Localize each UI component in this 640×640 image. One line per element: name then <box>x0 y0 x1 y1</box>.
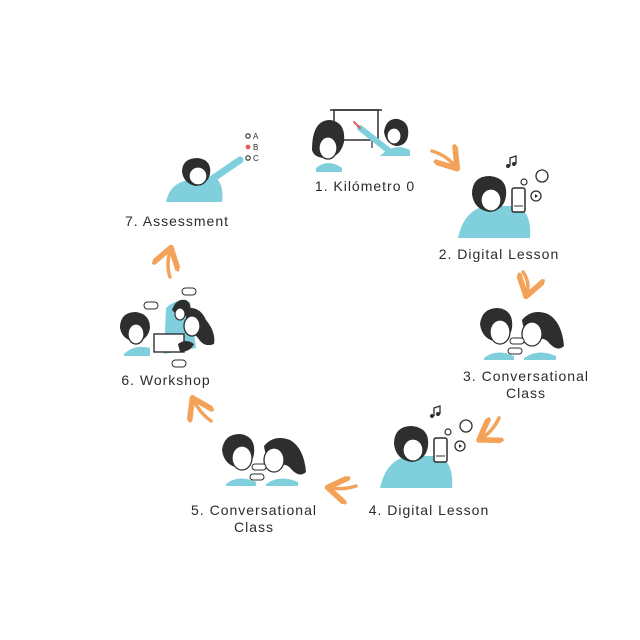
teacher-whiteboard-icon <box>312 109 410 172</box>
step-1-label-text: 1. Kilómetro 0 <box>314 178 416 194</box>
arrow-3-to-4 <box>482 416 499 438</box>
quiz-option-b: B <box>253 143 258 152</box>
step-4-label-text: 4. Digital Lesson <box>368 502 490 518</box>
phone-learner-icon <box>380 405 473 488</box>
step-1-label: 1. Kilómetro 0 <box>300 178 430 195</box>
arrow-6-to-7 <box>168 251 170 279</box>
step-6-label: 6. Workshop <box>106 372 226 389</box>
step-3-label-line2: Class <box>505 385 546 401</box>
arrow-4-to-5 <box>331 486 358 489</box>
step-7-label-text: 7. Assessment <box>124 213 230 229</box>
quiz-option-c: C <box>253 154 259 163</box>
step-5-label-line1: 5. Conversational <box>191 502 317 518</box>
step-2-label-text: 2. Digital Lesson <box>438 246 560 262</box>
quiz-option-a: A <box>253 132 259 141</box>
phone-learner-icon <box>458 155 549 238</box>
arrow-5-to-6 <box>194 401 211 421</box>
arrow-2-to-3 <box>523 270 528 293</box>
step-3-label: 3. Conversational Class <box>448 368 604 402</box>
step-2-label: 2. Digital Lesson <box>428 246 570 263</box>
conversation-pair-icon <box>480 308 564 360</box>
quiz-assessment-icon: A B C <box>166 132 259 202</box>
step-5-label-line2: Class <box>233 519 274 535</box>
step-3-label-line1: 3. Conversational <box>463 368 589 384</box>
step-4-label: 4. Digital Lesson <box>356 502 502 519</box>
step-7-label: 7. Assessment <box>112 213 242 230</box>
step-6-label-text: 6. Workshop <box>121 372 211 388</box>
step-5-label: 5. Conversational Class <box>176 502 332 536</box>
group-workshop-icon <box>120 287 215 368</box>
arrow-1-to-2 <box>430 151 455 166</box>
conversation-pair-icon <box>222 434 306 486</box>
